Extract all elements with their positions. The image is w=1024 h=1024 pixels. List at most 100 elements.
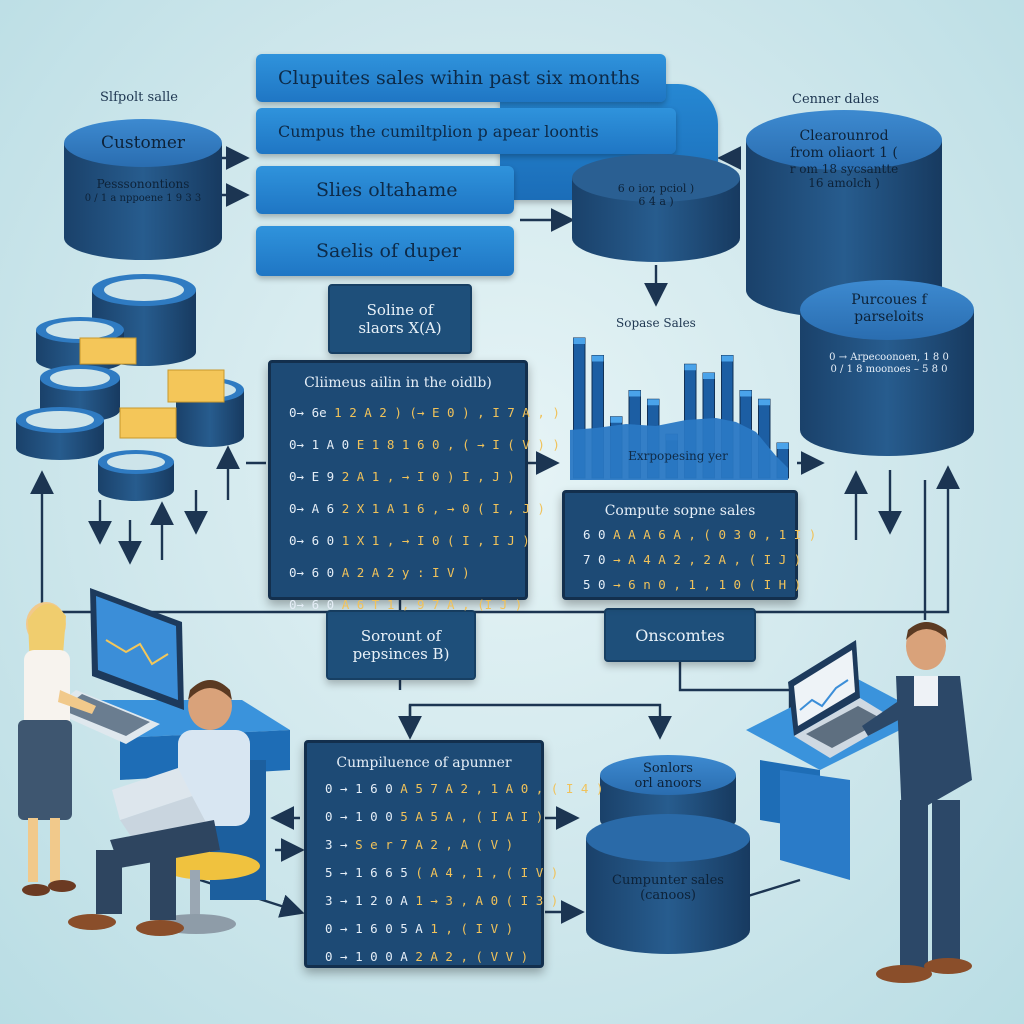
code-line: 6 0 A A A 6 A , ( 0 3 0 , 1 I ) bbox=[583, 527, 816, 542]
code-line-value: → 6 n 0 , 1 , bbox=[613, 577, 711, 592]
code-line-suffix: → 0 ( I , J ) bbox=[439, 501, 545, 516]
code-line-suffix: ( → I ( V ) ) bbox=[454, 437, 560, 452]
code-line-suffix: 9 7 A , (I J ) bbox=[409, 597, 523, 612]
code-box-bottom: Cumpiluence of apunner 0 → 1 6 0 A 5 7 A… bbox=[304, 740, 603, 968]
code-box-main: Cliimeus ailin in the oidlb) 0→ 6e 1 2 A… bbox=[268, 360, 560, 612]
center-small-cylinder bbox=[572, 154, 740, 262]
code-line-prefix: 3 → 1 2 0 A bbox=[325, 893, 416, 908]
code-line: 0→ 6 0 A 6 T 1 , 9 7 A , (I J ) bbox=[289, 597, 522, 612]
pill-cumulation: Cumpus the cumiltplion p apear loontis bbox=[256, 108, 676, 154]
code-line-prefix: 0→ 6 0 bbox=[289, 565, 342, 580]
code-line: 0 → 1 0 0 A 2 A 2 , ( V V ) bbox=[325, 949, 528, 964]
code-line: 5 0 → 6 n 0 , 1 , 1 0 ( I H ) bbox=[583, 577, 801, 592]
code-line-value: S e r 7 A 2 , bbox=[355, 837, 453, 852]
code-line-value: 1 → 3 , bbox=[415, 893, 468, 908]
code-line-suffix: ( I V ) bbox=[452, 921, 514, 936]
code-line-prefix: 0→ 6e bbox=[289, 405, 335, 420]
code-line: 0 → 1 6 0 A 5 7 A 2 , 1 A 0 , ( I 4 ) bbox=[325, 781, 603, 796]
chart-area-fill bbox=[570, 418, 788, 480]
code-line-prefix: 3 → bbox=[325, 837, 356, 852]
woman-figure bbox=[18, 602, 96, 896]
code-line-value: A 6 T 1 , bbox=[341, 597, 410, 612]
caption-top-right: Cenner dales bbox=[792, 92, 880, 107]
code-line-value: A 5 7 A 2 , bbox=[400, 781, 484, 796]
chart-bar-cap bbox=[684, 364, 696, 371]
laptop-icon bbox=[788, 640, 896, 758]
code-box-bottom-header: Cumpiluence of apunner bbox=[336, 755, 512, 771]
code-line-prefix: 5 → 1 6 6 5 bbox=[325, 865, 416, 880]
code-line: 3 → 1 2 0 A 1 → 3 , A 0 ( I 3 ) bbox=[325, 893, 558, 908]
code-line: 0→ 6 0 1 X 1 , → I 0 ( I , I J ) bbox=[289, 533, 530, 548]
code-box-right-lines: 6 0 A A A 6 A , ( 0 3 0 , 1 I ) 7 0 → A 4… bbox=[583, 527, 816, 592]
code-line-suffix: ( I V ) bbox=[498, 865, 559, 880]
code-line-value: 1 2 A 2 ) bbox=[334, 405, 402, 420]
code-line-suffix: → I 0 ( I , I J ) bbox=[394, 533, 530, 548]
code-line-prefix: 0→ 6 0 bbox=[289, 533, 342, 548]
code-line-prefix: 0 → 1 6 0 bbox=[325, 781, 401, 796]
right-mid-cylinder-label: Purcoues f parseloits 0 → Arpecoonoen, 1… bbox=[829, 292, 949, 375]
code-line: 0 → 1 6 0 5 A 1 , ( I V ) bbox=[325, 921, 523, 936]
code-line-value: 2 A 1 , bbox=[341, 469, 395, 484]
chart-bar-cap bbox=[610, 416, 622, 423]
chart-bar-cap bbox=[573, 338, 585, 344]
code-line-value: → A 4 A 2 , bbox=[613, 552, 696, 567]
chart-bar-cap bbox=[721, 355, 733, 362]
chart-bar-cap bbox=[629, 390, 641, 397]
chart-bar-cap bbox=[740, 390, 752, 397]
customer-cylinder bbox=[64, 119, 222, 260]
code-line: 5 → 1 6 6 5 ( A 4 , 1 , ( I V ) bbox=[325, 865, 558, 880]
code-box-main-lines: 0→ 6e 1 2 A 2 ) (→ E 0 ) , I 7 A , ) 0→ 1… bbox=[289, 405, 560, 612]
code-line-suffix: → I 0 ) I , J ) bbox=[394, 469, 515, 484]
code-line-value: E 1 8 1 6 0 , bbox=[356, 437, 455, 452]
pill-sales-timeframe: Slies oltahame bbox=[256, 166, 514, 214]
pill-sales-of-duper: Saelis of duper bbox=[256, 226, 514, 276]
code-line-value: 2 A 2 , bbox=[415, 949, 468, 964]
code-box-bottom-lines: 0 → 1 6 0 A 5 7 A 2 , 1 A 0 , ( I 4 )0 →… bbox=[325, 781, 603, 964]
code-line-prefix: 0→ 1 A 0 bbox=[289, 437, 357, 452]
seated-man-figure bbox=[68, 680, 260, 936]
code-line-value: 1 , bbox=[430, 921, 453, 936]
code-line-value: 2 X 1 A 1 6 , bbox=[341, 501, 440, 516]
code-line-suffix: (→ E 0 ) , I 7 A , ) bbox=[401, 405, 560, 420]
customer-cylinder-label: Customer Pesssonontions 0 / 1 a nppoene … bbox=[84, 133, 202, 204]
code-line-suffix: A 0 ( I 3 ) bbox=[468, 893, 559, 908]
chart-bar-cap bbox=[703, 373, 715, 379]
code-line-suffix: 2 A , ( I J ) bbox=[695, 552, 802, 567]
code-line-value: 5 A 5 A , bbox=[400, 809, 468, 824]
right-top-cylinder bbox=[746, 110, 942, 318]
pill-past-six-months: Clupuites sales wihin past six months bbox=[256, 54, 666, 102]
code-line-suffix: ( I A I ) bbox=[468, 809, 544, 824]
code-line: 0 → 1 0 0 5 A 5 A , ( I A I ) bbox=[325, 809, 543, 824]
code-line-prefix: 6 0 bbox=[583, 527, 614, 542]
caption-top-left: Slfpolt salle bbox=[100, 90, 178, 105]
sales-bar-chart: Exrpopesing yer bbox=[570, 337, 789, 480]
standing-man-figure bbox=[862, 622, 972, 983]
code-line-prefix: 0 → 1 6 0 5 A bbox=[325, 921, 431, 936]
chart-title: Sopase Sales bbox=[616, 316, 696, 330]
code-line-value: ( A 4 , 1 , bbox=[415, 865, 499, 880]
code-line-suffix: , ( 0 3 0 , 1 I ) bbox=[680, 527, 817, 542]
code-line: 0→ E 9 2 A 1 , → I 0 ) I , J ) bbox=[289, 469, 515, 484]
code-line-prefix: 0→ 6 0 bbox=[289, 597, 342, 612]
code-line-prefix: 0→ A 6 bbox=[289, 501, 342, 516]
code-line-prefix: 0→ E 9 bbox=[289, 469, 342, 484]
code-line-value: A 2 A 2 bbox=[341, 565, 395, 580]
code-line-suffix: A ( V ) bbox=[452, 837, 514, 852]
code-line: 0→ A 6 2 X 1 A 1 6 , → 0 ( I , J ) bbox=[289, 501, 545, 516]
code-line-value: 1 X 1 , bbox=[341, 533, 395, 548]
chart-bar-cap bbox=[592, 355, 604, 362]
bottom-center-cylinder-label: Sonlors orl anoors Cumpunter sales (cano… bbox=[612, 761, 724, 903]
code-line-suffix: 1 0 ( I H ) bbox=[710, 577, 802, 592]
code-line-prefix: 5 0 bbox=[583, 577, 614, 592]
bottom-center-cylinder bbox=[586, 755, 750, 954]
right-mid-cylinder bbox=[800, 280, 974, 456]
code-box-right: Compute sopne sales 6 0 A A A 6 A , ( 0 … bbox=[562, 490, 816, 600]
code-line: 3 → S e r 7 A 2 , A ( V ) bbox=[325, 837, 523, 852]
code-line: 7 0 → A 4 A 2 , 2 A , ( I J ) bbox=[583, 552, 801, 567]
center-small-cylinder-label: 6 o ior, pciol ) 6 4 a ) bbox=[617, 182, 695, 208]
code-box-right-header: Compute sopne sales bbox=[604, 503, 756, 519]
box-sailne: Soline of slaors X(A) bbox=[328, 284, 472, 354]
